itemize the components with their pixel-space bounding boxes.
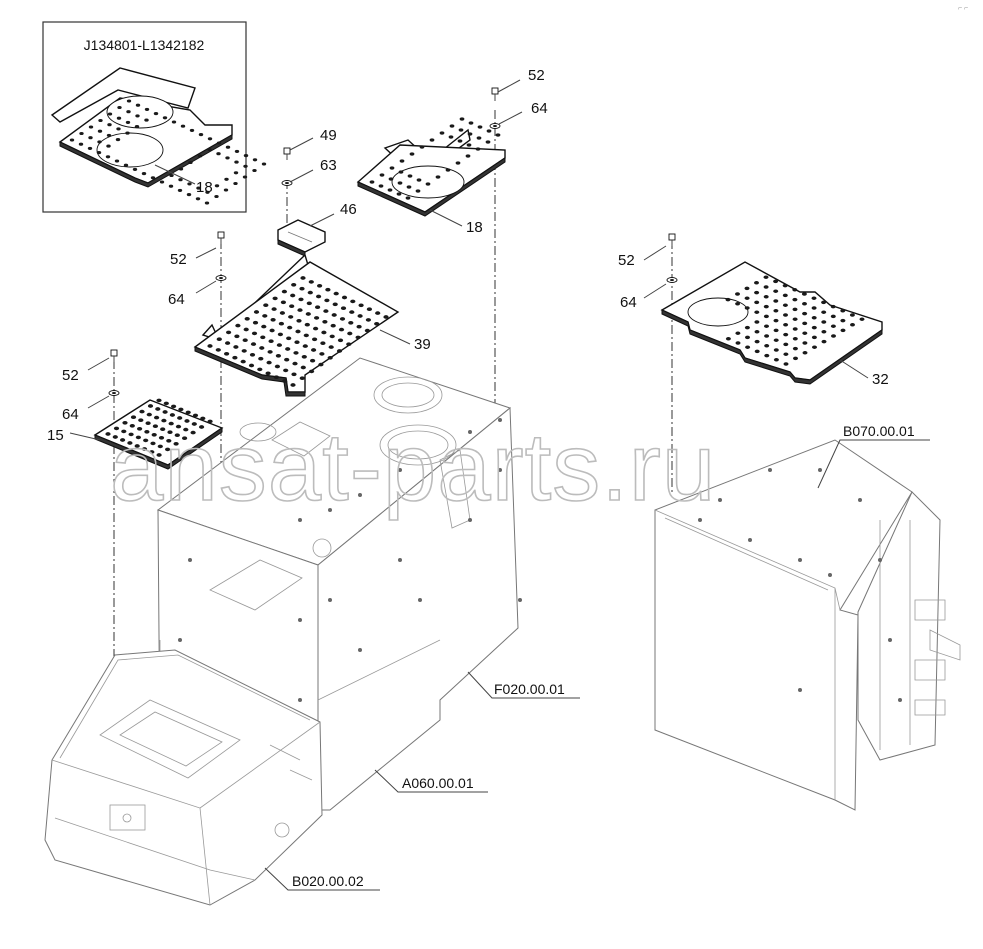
part-15-plate <box>93 398 224 470</box>
callout-64-left: 64 <box>62 406 79 423</box>
part-32-plate <box>660 261 883 385</box>
callout-52-left: 52 <box>62 367 79 384</box>
callout-49: 49 <box>320 127 337 144</box>
front-cover-body <box>44 649 323 906</box>
callout-64-top: 64 <box>531 100 548 117</box>
ref-b070: B070.00.01 <box>843 423 915 439</box>
inset-box: J134801-L1342182 18 <box>42 21 267 213</box>
corner-mark: ⌐ ⌐ <box>958 5 968 12</box>
part-18-plate <box>356 117 506 217</box>
callout-32: 32 <box>872 371 889 388</box>
reference-labels: F020.00.01 A060.00.01 B020.00.02 B070.00… <box>292 423 915 889</box>
callout-52-top: 52 <box>528 67 545 84</box>
callout-52-right: 52 <box>618 252 635 269</box>
inset-plate <box>50 67 267 205</box>
inset-title: J134801-L1342182 <box>84 37 205 53</box>
watermark-text: ansat-parts.ru <box>110 414 716 521</box>
hardware <box>108 87 678 396</box>
part-39-plate <box>193 253 400 397</box>
inset-callout-18: 18 <box>196 179 213 196</box>
callout-46: 46 <box>340 201 357 218</box>
callout-labels: 52 64 49 63 46 18 52 64 39 52 64 15 52 6… <box>47 67 889 444</box>
callout-64-right: 64 <box>620 294 637 311</box>
ref-a060: A060.00.01 <box>402 775 474 791</box>
right-module-body <box>654 439 961 811</box>
callout-52-mid: 52 <box>170 251 187 268</box>
callout-39: 39 <box>414 336 431 353</box>
callout-leaders <box>69 79 930 891</box>
ref-f020: F020.00.01 <box>494 681 565 697</box>
callout-64-mid: 64 <box>168 291 185 308</box>
callout-18: 18 <box>466 219 483 236</box>
part-46-clip <box>277 219 326 257</box>
callout-63: 63 <box>320 157 337 174</box>
callout-15: 15 <box>47 427 64 444</box>
ref-b020: B020.00.02 <box>292 873 364 889</box>
